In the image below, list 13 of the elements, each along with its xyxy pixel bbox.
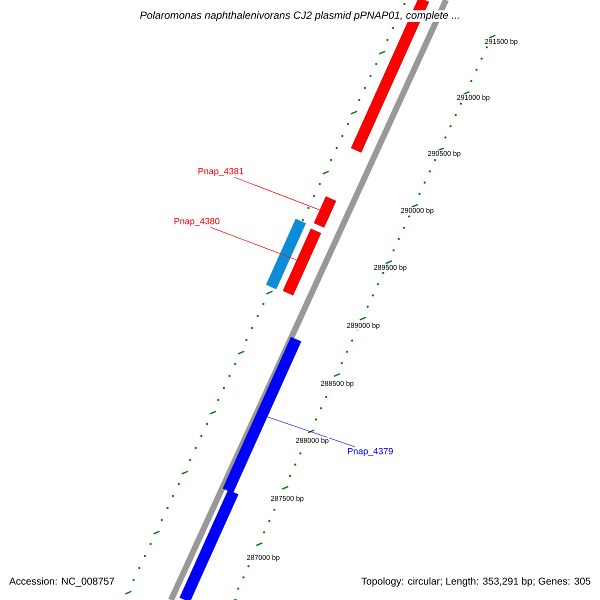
leader-line bbox=[210, 226, 297, 260]
gene-bar bbox=[314, 196, 336, 228]
accession-text: Accession: NC_008757 bbox=[9, 577, 114, 587]
leader-line bbox=[267, 416, 356, 448]
title: Polaromonas naphthalenivorans CJ2 plasmid pPNAP01, complete ... bbox=[138, 10, 462, 22]
gene-label: Pnap_4380 bbox=[174, 218, 220, 226]
gene-label: Pnap_4381 bbox=[198, 168, 244, 176]
leader-line bbox=[234, 176, 320, 210]
gene-bar bbox=[180, 490, 238, 600]
gene-bar bbox=[282, 228, 322, 296]
gene-bar bbox=[266, 218, 306, 290]
gene-label: Pnap_4379 bbox=[348, 448, 393, 456]
summary-text: Topology: circular; Length: 353,291 bp; Genes: 305 bbox=[361, 577, 590, 587]
